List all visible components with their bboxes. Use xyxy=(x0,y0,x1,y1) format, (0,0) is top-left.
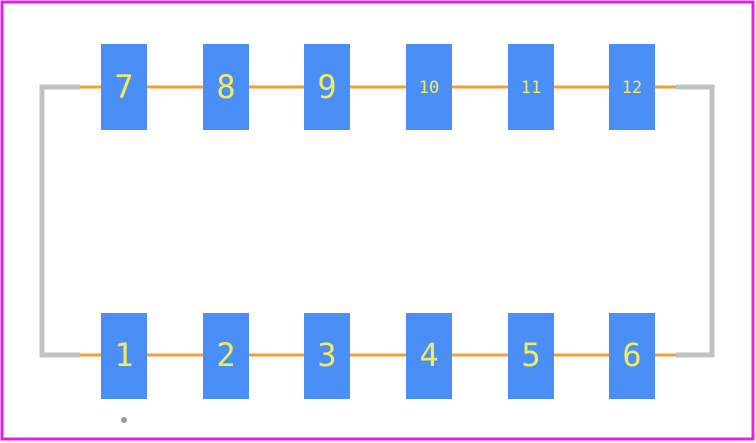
pad-5[interactable]: 5 xyxy=(508,313,554,399)
pad-10-label: 10 xyxy=(419,78,439,98)
pad-1-label: 1 xyxy=(114,336,133,374)
pad-8[interactable]: 8 xyxy=(203,44,249,130)
pad-1[interactable]: 1 xyxy=(101,313,147,399)
pad-7-copper xyxy=(101,44,147,130)
pad-4-label: 4 xyxy=(419,336,438,374)
pad-2-label: 2 xyxy=(216,336,235,374)
pad-9[interactable]: 9 xyxy=(304,44,350,130)
pad-3[interactable]: 3 xyxy=(304,313,350,399)
pad-2-copper xyxy=(203,313,249,399)
pad-11-copper xyxy=(508,44,554,130)
top-pad-row: 7 8 9 10 11 12 xyxy=(101,44,655,130)
pad-6-copper xyxy=(609,313,655,399)
pad-2[interactable]: 2 xyxy=(203,313,249,399)
pad-6-label: 6 xyxy=(622,336,641,374)
bottom-pad-row: 1 2 3 4 5 6 xyxy=(101,313,655,399)
pad-7-label: 7 xyxy=(114,68,133,106)
pad-4-copper xyxy=(406,313,452,399)
pad-9-label: 9 xyxy=(317,68,336,106)
pad-8-copper xyxy=(203,44,249,130)
pad-8-label: 8 xyxy=(216,68,235,106)
pad-12-label: 12 xyxy=(622,78,642,98)
pad-12-copper xyxy=(609,44,655,130)
pad-6[interactable]: 6 xyxy=(609,313,655,399)
pad-12[interactable]: 12 xyxy=(609,44,655,130)
pad-3-label: 3 xyxy=(317,336,336,374)
pad-11-label: 11 xyxy=(521,78,541,98)
pad-10[interactable]: 10 xyxy=(406,44,452,130)
silkscreen-right-bracket xyxy=(676,84,715,358)
pad-5-copper xyxy=(508,313,554,399)
origin-marker xyxy=(121,417,127,423)
pad-11[interactable]: 11 xyxy=(508,44,554,130)
silkscreen-left-bracket xyxy=(39,84,80,358)
pad-10-copper xyxy=(406,44,452,130)
pad-7[interactable]: 7 xyxy=(101,44,147,130)
pad-1-copper xyxy=(101,313,147,399)
pad-5-label: 5 xyxy=(521,336,540,374)
pad-4[interactable]: 4 xyxy=(406,313,452,399)
pad-9-copper xyxy=(304,44,350,130)
pad-3-copper xyxy=(304,313,350,399)
